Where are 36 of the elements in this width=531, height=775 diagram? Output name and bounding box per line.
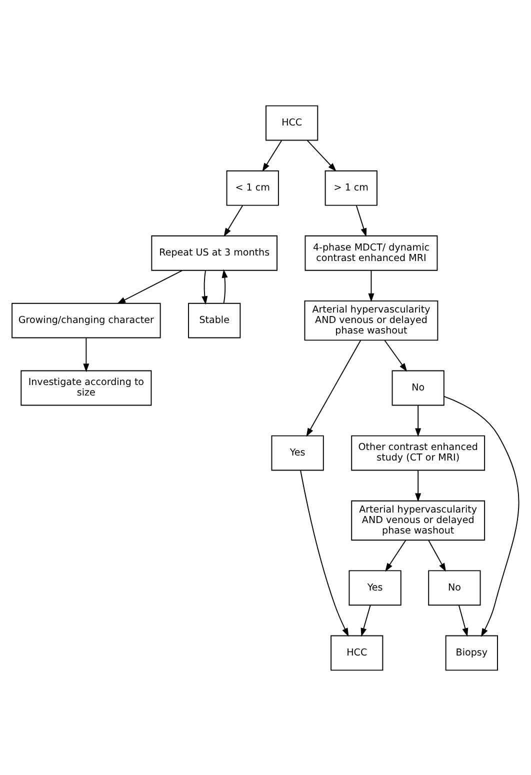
node-box: Biopsy xyxy=(445,634,498,670)
arrow xyxy=(202,270,208,304)
node-box: No xyxy=(428,570,481,606)
node-box: > 1 cm xyxy=(324,170,378,206)
arrow xyxy=(385,539,406,572)
arrow xyxy=(428,539,446,572)
arrow xyxy=(224,204,244,236)
arrow xyxy=(356,204,367,236)
node-box: Arterial hypervascularity AND venous or delayed phase washout xyxy=(351,500,486,540)
arrow xyxy=(444,395,520,636)
arrow xyxy=(262,140,282,172)
node-box: Yes xyxy=(271,434,324,470)
arrow xyxy=(300,470,349,636)
node-box: Yes xyxy=(348,570,402,606)
node-box: Arterial hypervascularity AND venous or delayed phase washout xyxy=(304,300,438,340)
node-box: No xyxy=(392,370,444,406)
arrow xyxy=(415,404,422,436)
arrow xyxy=(306,140,336,171)
arrow xyxy=(83,337,90,372)
node-box: Other contrast enhanced study (CT or MRI) xyxy=(351,434,486,470)
node-box: Stable xyxy=(188,302,241,338)
node-box: 4-phase MDCT/ dynamic contrast enhanced MRI xyxy=(304,234,438,270)
arrow xyxy=(222,268,228,304)
node-box: Investigate according to size xyxy=(20,370,152,406)
arrow xyxy=(458,604,468,636)
arrow xyxy=(360,604,371,636)
arrow xyxy=(306,339,362,436)
node-box: Repeat US at 3 months xyxy=(151,234,278,270)
arrow xyxy=(384,340,408,372)
arrow xyxy=(415,470,422,502)
node-box: < 1 cm xyxy=(226,170,279,206)
node-box: HCC xyxy=(266,104,318,140)
node-box: HCC xyxy=(330,634,384,670)
arrow xyxy=(368,270,374,302)
arrow xyxy=(116,269,183,304)
node-box: Growing/changing character xyxy=(12,302,161,338)
